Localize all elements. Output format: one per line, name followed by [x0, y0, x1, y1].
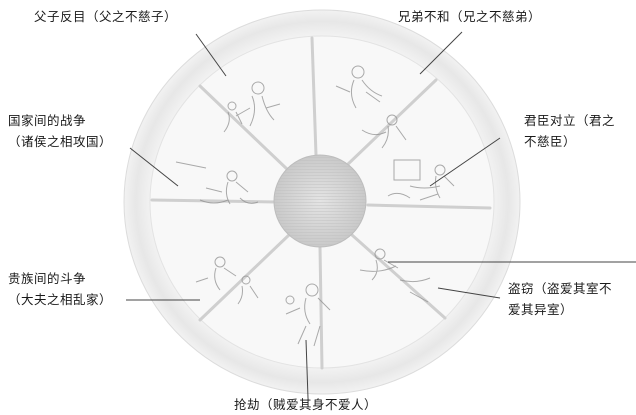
leader-states-war: [129, 147, 179, 187]
label-states-war: 国家间的战争 （诸侯之相攻国）: [8, 113, 113, 149]
sketch-states-war: [175, 161, 259, 205]
leader-father-son: [195, 33, 227, 77]
label-nobles-struggle: 贵族间的斗争 （大夫之相乱家）: [8, 271, 113, 307]
wheel-spokes: [150, 36, 492, 370]
leader-theft-2: [437, 287, 501, 299]
sketch-brothers: [335, 65, 407, 149]
label-brothers: 兄弟不和（兄之不慈弟）: [398, 9, 542, 24]
sketch-theft: [359, 248, 431, 303]
leader-robbery: [305, 339, 309, 399]
label-robbery: 抢劫（贼爱其身不爱人）: [234, 397, 378, 412]
label-theft: 盗窃（盗爱其室不 爱其异室）: [508, 281, 613, 317]
sketch-nobles: [195, 256, 259, 305]
panel-sketches: [175, 65, 455, 347]
wheel-hub-texture: [274, 155, 366, 247]
label-father-son: 父子反目（父之不慈子）: [34, 9, 178, 24]
label-ruler-minister: 君臣对立（君之 不慈臣）: [524, 113, 616, 149]
leader-ruler-minister: [429, 137, 501, 187]
leader-brothers: [419, 31, 463, 75]
leader-lines: [126, 31, 636, 399]
sketch-father-son: [223, 81, 281, 133]
sketch-ruler-minister: [387, 159, 455, 201]
sketch-robbery: [285, 283, 331, 347]
